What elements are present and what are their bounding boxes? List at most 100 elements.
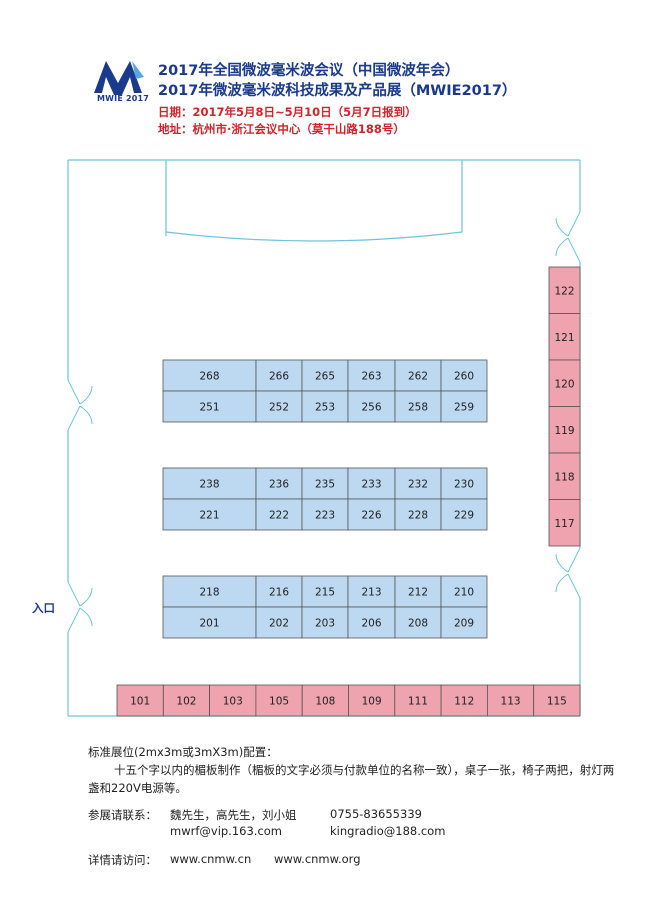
booth-label-221: 221 [199,510,219,522]
booth-230 [440,467,488,500]
booth-label-229: 229 [454,510,474,522]
booth-232 [394,467,442,500]
address-line: 地址：杭州市·浙江会议中心（莫干山路188号） [158,122,405,136]
booth-label-112: 112 [454,696,474,708]
booth-218 [162,575,257,608]
booth-label-259: 259 [454,402,474,414]
booth-108 [301,684,349,717]
booth-label-117: 117 [554,518,574,530]
booth-label-266: 266 [269,371,289,383]
booth-212 [394,575,442,608]
booth-label-111: 111 [408,696,428,708]
booth-label-210: 210 [454,587,474,599]
booth-213 [347,575,396,608]
booth-label-113: 113 [501,696,521,708]
booth-259 [440,390,488,423]
booth-112 [440,684,488,717]
booth-description: 十五个字以内的楣板制作（楣板的文字必须与付款单位的名称一致），桌子一张，椅子两把… [88,763,615,795]
booth-label-232: 232 [408,479,428,491]
booth-label-206: 206 [361,618,381,630]
booth-118 [548,452,581,500]
booth-label-102: 102 [176,696,196,708]
booth-label-226: 226 [361,510,381,522]
booth-101 [116,684,164,717]
booth-221 [162,498,257,531]
booth-label-251: 251 [199,402,219,414]
booth-label-230: 230 [454,479,474,491]
booth-216 [255,575,303,608]
booth-label-252: 252 [269,402,289,414]
door-right-upper [555,211,581,263]
mwie-logo-icon [94,61,144,95]
title-line-1: 2017年全国微波毫米波会议（中国微波年会） [158,63,460,79]
title-line-2: 2017年微波毫米波科技成果及产品展（MWIE2017） [158,83,517,99]
booth-label-262: 262 [408,371,428,383]
door-right-lower [555,547,581,599]
door-left-upper [67,379,93,431]
contact-email-2[interactable]: kingradio@188.com [330,824,446,838]
website-link-2[interactable]: www.cnmw.org [274,852,361,866]
booth-256 [347,390,396,423]
website-link-1[interactable]: www.cnmw.cn [170,852,252,866]
booth-label-122: 122 [554,285,574,297]
entrance-label: 入口 [32,601,55,615]
logo-text: MWIE 2017 [96,94,150,103]
booth-label-108: 108 [315,696,335,708]
booth-201 [162,606,257,639]
booth-label-202: 202 [269,618,289,630]
booth-268 [162,359,257,392]
booth-102 [162,684,211,717]
booth-206 [347,606,396,639]
door-left-lower [67,581,93,633]
booth-229 [440,498,488,531]
booth-252 [255,390,303,423]
booth-label-115: 115 [547,696,567,708]
booth-label-209: 209 [454,618,474,630]
booth-label-201: 201 [199,618,219,630]
booth-113 [486,684,535,717]
booth-label-233: 233 [361,479,381,491]
booth-115 [533,684,581,717]
booth-label-238: 238 [199,479,219,491]
website-label: 详情请访问： [88,853,157,867]
booth-label-260: 260 [454,371,474,383]
booth-label-120: 120 [554,378,574,390]
booth-label-236: 236 [269,479,289,491]
booth-209 [440,606,488,639]
booth-label-101: 101 [130,696,150,708]
contact-phone: 0755-83655339 [330,807,422,821]
contacts-label: 参展请联系： [88,808,157,822]
booth-253 [301,390,349,423]
booth-label-265: 265 [315,371,335,383]
booth-label-228: 228 [408,510,428,522]
booth-228 [394,498,442,531]
booth-208 [394,606,442,639]
booth-117 [548,499,581,547]
booth-label-218: 218 [199,587,219,599]
booth-109 [348,684,396,717]
booth-label-256: 256 [361,402,381,414]
booth-260 [440,359,488,392]
booth-label-268: 268 [199,371,219,383]
contacts-names: 魏先生，高先生，刘小姐 [170,808,297,822]
booth-label-222: 222 [269,510,289,522]
booth-111 [394,684,442,717]
booth-label-223: 223 [315,510,335,522]
booth-203 [301,606,349,639]
booth-122 [548,266,581,314]
booth-105 [255,684,303,717]
booth-label-258: 258 [408,402,428,414]
booth-238 [162,467,257,500]
booth-label-253: 253 [315,402,335,414]
booth-label-263: 263 [361,371,381,383]
booth-label-119: 119 [554,425,574,437]
contact-email-1[interactable]: mwrf@vip.163.com [170,824,283,838]
booth-label-213: 213 [361,587,381,599]
booth-label-118: 118 [554,471,574,483]
booth-103 [209,684,257,717]
booth-262 [394,359,442,392]
booth-label-235: 235 [315,479,335,491]
booth-label-105: 105 [269,696,289,708]
standard-booth-heading: 标准展位(2mx3m或3mX3m)配置： [88,745,278,759]
